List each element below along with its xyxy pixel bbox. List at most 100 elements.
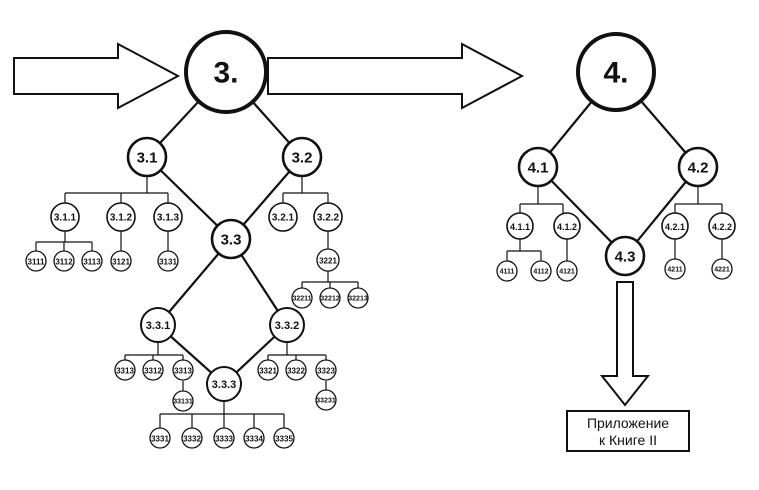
node-circle xyxy=(210,218,252,260)
tree-node-4121: 4121 xyxy=(556,260,578,282)
node-label: 4.2 xyxy=(688,160,709,177)
node-circle xyxy=(269,307,305,343)
node-circle xyxy=(110,250,132,272)
node-label: 3111 xyxy=(28,258,45,267)
tree-node-3-3-2: 3.3.2 xyxy=(269,307,305,343)
node-circle xyxy=(273,427,295,449)
tree-node-32213: 32213 xyxy=(347,287,369,309)
tree-node-4-2-1: 4.2.1 xyxy=(661,212,689,240)
node-label: 4121 xyxy=(559,269,575,276)
tree-node-3321: 3321 xyxy=(257,359,279,381)
node-label: 32211 xyxy=(292,296,311,303)
node-circle xyxy=(556,260,578,282)
tree-node-3-1-2: 3.1.2 xyxy=(106,202,136,232)
tree-node-3-2: 3.2 xyxy=(281,136,323,178)
node-circle xyxy=(315,359,337,381)
node-label: 3.3 xyxy=(221,232,242,249)
tree-node-3322: 3322 xyxy=(285,359,307,381)
node-circle xyxy=(677,146,719,188)
tree-node-3323: 3323 xyxy=(315,359,337,381)
tree-node-3121: 3121 xyxy=(110,250,132,272)
tree-node-4-2: 4.2 xyxy=(677,146,719,188)
node-circle xyxy=(126,136,168,178)
node-label: 4211 xyxy=(667,267,682,274)
tree-node-33131: 33131 xyxy=(172,390,194,412)
tree-node-4-2-2: 4.2.2 xyxy=(708,212,736,240)
tree-node-3-1-1: 3.1.1 xyxy=(50,202,80,232)
node-circle xyxy=(140,307,176,343)
node-circle xyxy=(181,427,203,449)
node-circle xyxy=(81,250,103,272)
node-circle xyxy=(530,260,552,282)
tree-node-4-1: 4.1 xyxy=(517,146,559,188)
node-label: 3.3.2 xyxy=(275,320,299,332)
tree-node-3131: 3131 xyxy=(157,250,179,272)
node-circle xyxy=(172,359,194,381)
tree-node-3-1: 3.1 xyxy=(126,136,168,178)
node-label: 3113 xyxy=(83,258,101,267)
tree-node-3335: 3335 xyxy=(273,427,295,449)
node-circle xyxy=(281,136,323,178)
tree-node-4-3: 4.3 xyxy=(604,235,646,277)
node-label: 4.2.1 xyxy=(665,222,685,232)
tree-node-3332: 3332 xyxy=(181,427,203,449)
tree-node-32211: 32211 xyxy=(291,287,313,309)
tree-node-3221: 3221 xyxy=(316,248,340,272)
node-label: 3121 xyxy=(112,258,130,267)
node-circle xyxy=(213,427,235,449)
node-circle xyxy=(206,366,242,402)
tree-node-4-1-2: 4.1.2 xyxy=(553,212,581,240)
node-circle xyxy=(708,212,736,240)
node-label: 3.2.2 xyxy=(317,213,340,224)
node-label: 4. xyxy=(603,57,628,90)
node-label: 3335 xyxy=(275,435,293,444)
node-circle xyxy=(153,202,183,232)
tree-node-3313b: 3313 xyxy=(172,359,194,381)
tree-node-3: 3. xyxy=(184,30,268,114)
node-circle xyxy=(517,146,559,188)
node-label: 3.1.3 xyxy=(157,213,180,224)
tree-node-4112: 4112 xyxy=(530,260,552,282)
node-circle xyxy=(553,212,581,240)
tree-node-3-1-3: 3.1.3 xyxy=(153,202,183,232)
node-label: 3.3.3 xyxy=(212,379,236,391)
node-circle xyxy=(268,202,298,232)
node-label: 3131 xyxy=(159,258,177,267)
node-label: 3331 xyxy=(151,435,169,444)
arrow-to-appendix xyxy=(599,281,651,407)
node-label: 33231 xyxy=(316,398,336,405)
node-label: 3.1.2 xyxy=(110,213,133,224)
node-circle xyxy=(114,359,136,381)
node-circle xyxy=(711,258,733,280)
node-label: 3.3.1 xyxy=(146,320,170,332)
node-label: 4221 xyxy=(714,267,730,274)
node-label: 3.2 xyxy=(292,150,313,167)
node-label: 4112 xyxy=(533,269,548,276)
node-label: 3332 xyxy=(183,435,201,444)
node-circle xyxy=(496,260,518,282)
node-label: 4.2.2 xyxy=(712,222,732,232)
node-label: 4.1 xyxy=(528,160,549,177)
arrow-3-to-4 xyxy=(267,42,525,110)
node-label: 3221 xyxy=(319,257,337,266)
tree-node-3-3-3: 3.3.3 xyxy=(206,366,242,402)
tree-node-33231: 33231 xyxy=(315,389,337,411)
node-label: 3334 xyxy=(245,435,263,444)
tree-node-3-3: 3.3 xyxy=(210,218,252,260)
node-circle xyxy=(664,258,686,280)
node-circle xyxy=(243,427,265,449)
node-label: 3321 xyxy=(259,367,277,376)
node-label: 4.1.1 xyxy=(510,222,530,232)
node-label: 4111 xyxy=(500,269,515,276)
node-label: 3323 xyxy=(317,367,335,376)
node-circle xyxy=(604,235,646,277)
tree-node-3-2-1: 3.2.1 xyxy=(268,202,298,232)
tree-node-4221: 4221 xyxy=(711,258,733,280)
tree-node-3313: 3313 xyxy=(114,359,136,381)
node-circle xyxy=(313,202,343,232)
node-label: 3.1 xyxy=(137,150,158,167)
node-circle xyxy=(285,359,307,381)
tree-node-3331: 3331 xyxy=(149,427,171,449)
